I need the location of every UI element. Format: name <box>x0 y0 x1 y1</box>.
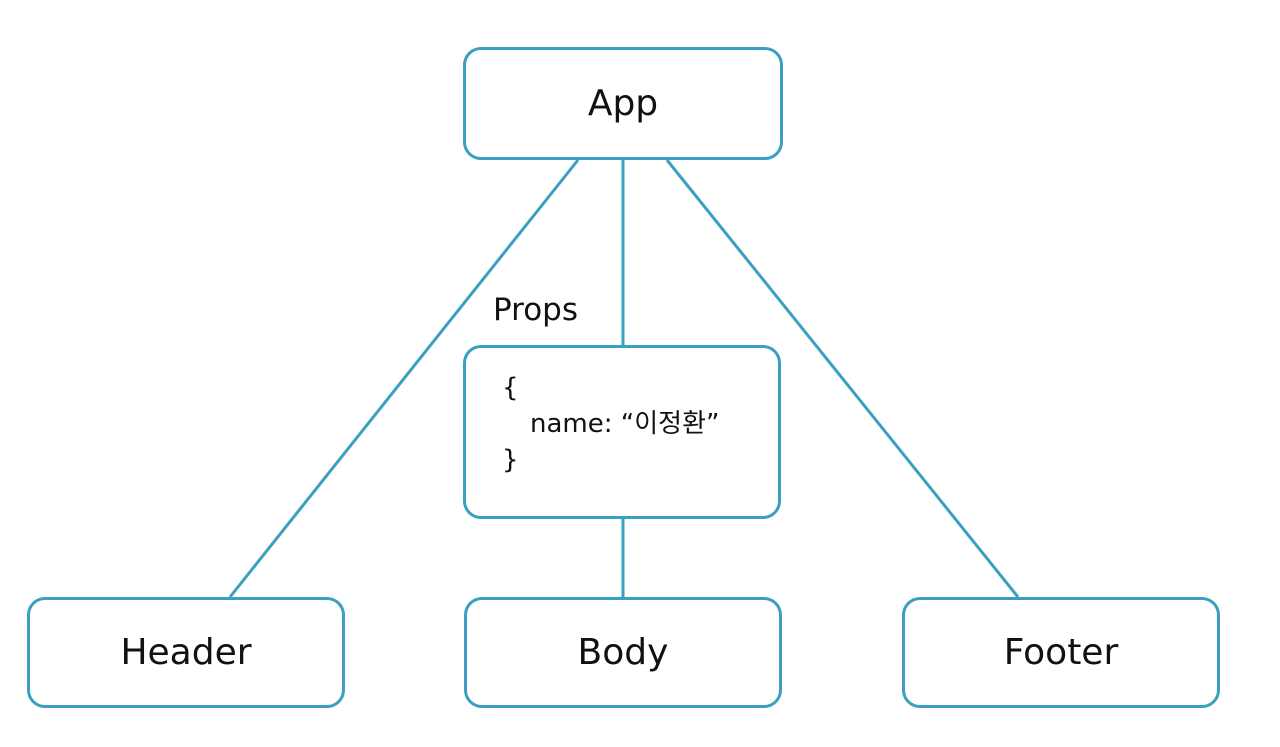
props-entry: name: “이정환” <box>530 409 720 439</box>
edge-app-header <box>228 159 580 598</box>
node-body: Body <box>464 597 782 708</box>
node-app: App <box>463 47 783 160</box>
props-box: { name: “이정환” } <box>463 345 781 519</box>
props-label: Props <box>493 292 579 328</box>
node-footer-label: Footer <box>1003 632 1119 673</box>
node-header-label: Header <box>120 632 252 673</box>
props-close-brace: } <box>502 445 519 475</box>
node-body-label: Body <box>577 632 669 673</box>
node-app-label: App <box>587 83 659 124</box>
props-open-brace: { <box>502 373 519 403</box>
node-header: Header <box>27 597 345 708</box>
node-footer: Footer <box>902 597 1220 708</box>
edge-app-footer <box>665 159 1020 598</box>
